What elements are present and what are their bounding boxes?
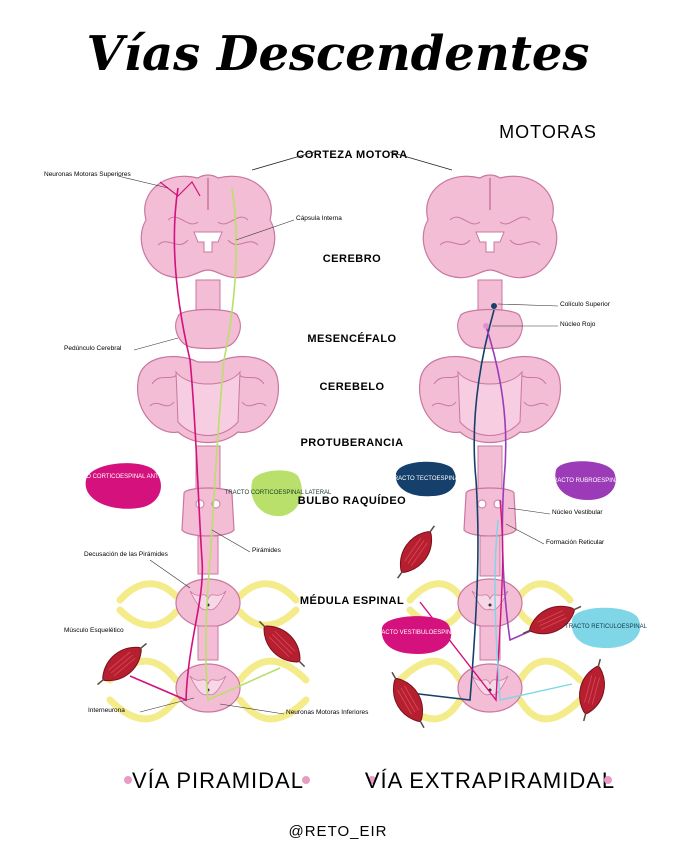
- tract-rubrospinal-badge: TRACTO RUBROESPINAL: [549, 461, 623, 500]
- tract-label: TRACTO CORTICOESPINAL ANTERIOR: [66, 474, 178, 480]
- tract-label: TRACTO RUBROESPINAL: [549, 478, 623, 484]
- left-brain: [141, 175, 274, 278]
- label-decusacion: Decusación de las Pirámides: [84, 551, 169, 558]
- label-formacion-reticular: Formación Reticular: [546, 539, 605, 546]
- label-pedunculo: Pedúnculo Cerebral: [64, 345, 122, 352]
- label-bulbo-raquideo: BULBO RAQUÍDEO: [298, 494, 406, 507]
- tract-reticulospinal-badge: TRACTO RETICULOESPINAL: [565, 608, 648, 648]
- label-via-extrapiramidal: VÍA EXTRAPIRAMIDAL: [365, 768, 615, 793]
- left-cord-lower: [176, 664, 240, 712]
- right-brain: [423, 175, 556, 278]
- right-cord-lower: [458, 664, 522, 712]
- label-musculo: Músculo Esquelético: [64, 627, 124, 634]
- label-neuronas-superiores: Neuronas Motoras Superiores: [44, 171, 131, 178]
- muscle-icon: [388, 519, 444, 585]
- label-mesencefalo: MESENCÉFALO: [307, 332, 396, 345]
- label-nucleo-rojo: Núcleo Rojo: [560, 321, 596, 328]
- label-capsula-interna: Cápsula Interna: [296, 215, 342, 222]
- tract-label: TRACTO VESTIBULOESPINAL: [373, 630, 459, 636]
- tract-tectospinal-badge: TRACTO TECTOESPINAL: [390, 462, 462, 497]
- label-cerebelo: CEREBELO: [319, 381, 384, 393]
- pyramidal-column: TRACTO CORTICOESPINAL ANTERIOR TRACTO CO…: [66, 175, 332, 719]
- tract-label: TRACTO TECTOESPINAL: [390, 476, 462, 482]
- right-medulla: [464, 488, 516, 536]
- label-protuberancia: PROTUBERANCIA: [300, 437, 403, 449]
- tract-label: TRACTO RETICULOESPINAL: [565, 624, 648, 630]
- page-subtitle: MOTORAS: [499, 122, 597, 142]
- label-via-piramidal: VÍA PIRAMIDAL: [132, 768, 304, 793]
- label-cerebro: CEREBRO: [323, 253, 382, 265]
- footer: VÍA PIRAMIDAL VÍA EXTRAPIRAMIDAL @RETO_E…: [124, 768, 615, 840]
- right-cerebellum: [420, 357, 561, 443]
- author-handle: @RETO_EIR: [289, 823, 388, 840]
- muscle-icon: [572, 656, 611, 724]
- label-corteza-motora: CORTEZA MOTORA: [296, 149, 408, 161]
- page-title: Vías Descendentes: [87, 26, 590, 82]
- label-neuronas-inferiores: Neuronas Motoras Inferiores: [286, 709, 369, 716]
- label-coliculo: Colículo Superior: [560, 301, 611, 308]
- tract-corticospinal-anterior-badge: TRACTO CORTICOESPINAL ANTERIOR: [66, 463, 178, 509]
- left-midbrain: [176, 310, 241, 349]
- right-cord-upper: [458, 579, 522, 627]
- tract-corticospinal-lateral-badge: TRACTO CORTICOESPINAL LATERAL: [225, 470, 332, 516]
- left-cerebellum: [138, 357, 279, 443]
- label-piramides: Pirámides: [252, 547, 282, 554]
- label-nucleo-vestibular: Núcleo Vestibular: [552, 509, 603, 516]
- extrapyramidal-column: TRACTO TECTOESPINAL TRACTO RUBROESPINAL …: [373, 175, 647, 734]
- right-midbrain: [458, 310, 523, 349]
- label-medula-espinal: MÉDULA ESPINAL: [300, 594, 404, 607]
- label-interneurona: Interneurona: [88, 707, 125, 714]
